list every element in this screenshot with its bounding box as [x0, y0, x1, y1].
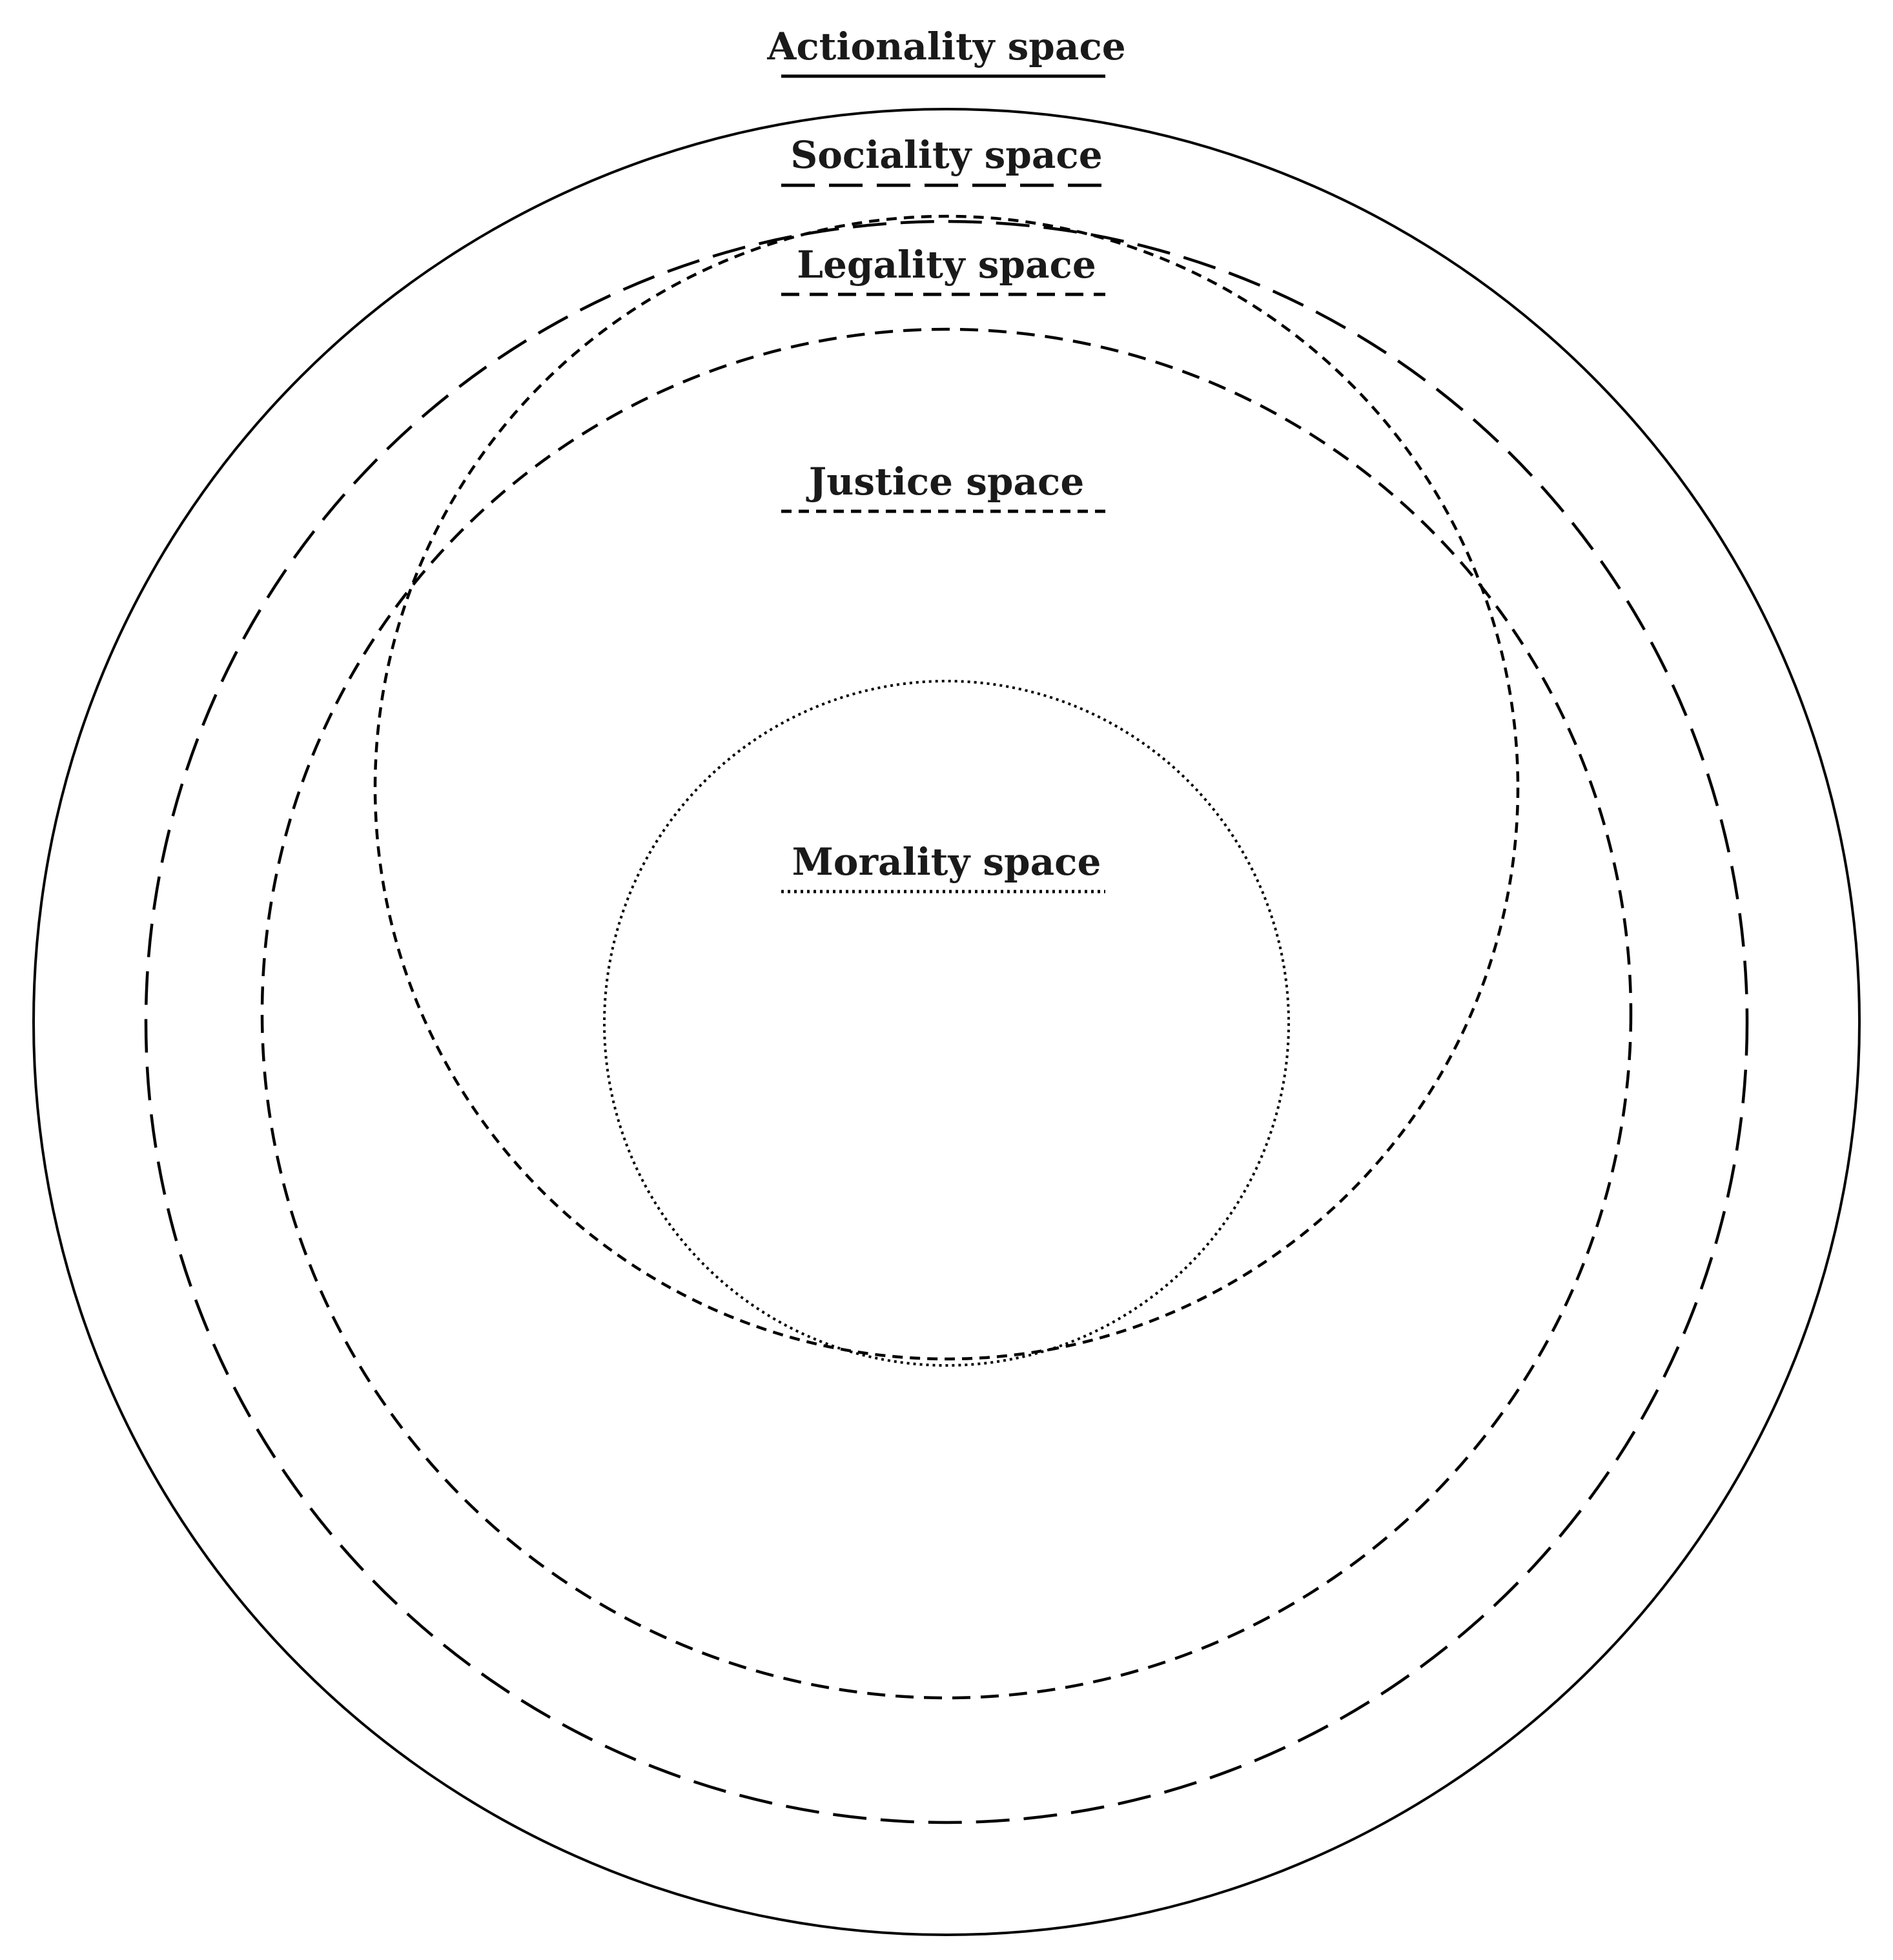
sociality-space-legend: Sociality space: [781, 133, 1105, 187]
legality-space-label: Legality space: [797, 243, 1096, 287]
justice-space-label: Justice space: [806, 460, 1085, 504]
actionality-space-legend: Actionality space: [766, 25, 1126, 78]
morality-space-label: Morality space: [792, 840, 1101, 884]
sociality-space-label: Sociality space: [790, 133, 1102, 177]
morality-space-legend: Morality space: [781, 840, 1105, 893]
actionality-space-boundary: [32, 108, 1861, 1936]
morality-space-boundary: [603, 680, 1290, 1367]
actionality-space-label: Actionality space: [766, 25, 1125, 68]
sociality-space-boundary: [144, 219, 1749, 1824]
justice-space-boundary: [373, 214, 1520, 1361]
legality-space-boundary: [260, 327, 1633, 1700]
justice-space-legend: Justice space: [781, 460, 1105, 513]
legality-space-legend: Legality space: [781, 243, 1105, 296]
